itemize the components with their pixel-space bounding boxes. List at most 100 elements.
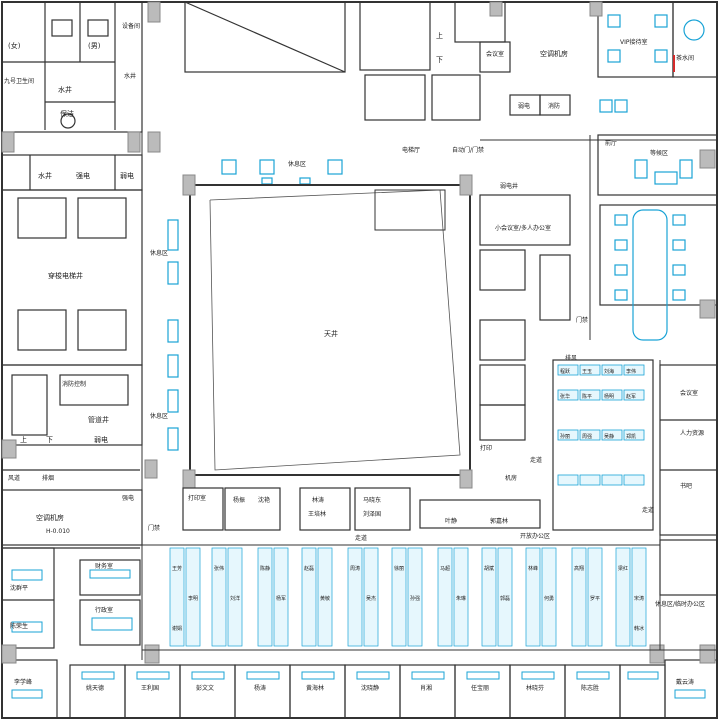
desk-label-4: 陈静 [260,565,270,572]
room-male: (男) [88,42,101,50]
right-of-atrium [479,194,718,441]
person-center-2: 林涛 [312,496,324,504]
desk-label-15: 郭磊 [500,595,510,602]
room-shaft: 弱电井 [500,182,518,190]
room-strong-elec-b: 强电 [122,494,134,502]
room-strong-elec-a: 强电 [76,171,90,180]
desk-label-20: 梁红 [618,565,628,572]
person-bottom-1: 姚天德 [86,684,104,692]
person-cluster-top-10: 吴静 [604,433,614,440]
room-library: 书吧 [680,482,692,490]
desk-label-14: 胡斌 [484,565,494,572]
person-center-0: 杨振 [233,496,245,504]
desk-label-5: 杨军 [276,595,286,602]
room-weak-elec-c: 弱电 [94,435,108,444]
room-auto-door: 自动门/门禁 [452,146,484,154]
room-storage-ac: 空调机房 [36,513,64,522]
atrium [182,174,473,489]
room-fire-control: 消防控制 [62,380,86,388]
bottom-office-names: 李学峰 姚天德 王利国 彭文文 杨涛 黄海林 沈晓静 肖湘 任宝丽 林晓芬 陈志… [14,678,694,692]
label-down-a: 下 [46,436,53,444]
desk-label-19: 罗平 [590,596,600,602]
room-small-meeting: 小会议室/多人办公室 [495,224,551,232]
label-elevation: H-0.010 [46,528,70,535]
person-cluster-top-0: 程跃 [560,368,570,375]
room-meeting-top: 会议室 [486,50,504,58]
desk-label-0: 王芳 [172,565,182,572]
room-vip: VIP接待室 [620,38,648,46]
top-core [184,1,571,121]
person-bottom-11: 戴云涛 [676,678,694,686]
room-ac-top: 空调机房 [540,49,568,58]
room-cleaning: 保洁 [60,109,74,118]
interior-walls [141,2,717,660]
room-smoke-a: 风道 [8,474,20,482]
person-bottom-4: 杨涛 [254,684,266,692]
atrium-side-seats [167,219,179,451]
room-tea: 茶水间 [676,54,694,62]
label-door-a: 门禁 [576,316,588,324]
room-corridor-a: 走道 [530,456,542,464]
person-center-4: 马晓东 [363,496,381,504]
cluster-top-names: 程跃 王玉 刘海 李伟 张华 陈平 杨明 赵军 孙丽 周强 吴静 郑凯 [560,368,636,440]
toilet-block [1,1,143,133]
left-offices [1,547,141,649]
desk-label-21: 宋涛 [634,595,644,602]
person-cluster-top-8: 孙丽 [560,433,570,440]
room-water-well-c: 水井 [124,72,136,80]
desk-label-13: 朱琳 [456,595,466,602]
room-toilet-9: 九号卫生间 [4,77,34,85]
desk-label-7: 黄敏 [320,595,330,602]
bottom-office-desks [11,671,706,699]
room-smoke-c: 排风 [565,354,577,362]
label-down-b: 下 [436,56,443,64]
person-cluster-top-6: 杨明 [604,393,614,400]
room-atrium: 天井 [324,329,338,338]
room-server: 机房 [505,474,517,482]
room-print-room: 打印室 [188,494,206,502]
desk-label-18: 高翔 [574,565,584,572]
room-open-office: 开放办公区 [520,532,550,540]
room-corridor-b: 走道 [355,534,367,542]
desk-label-17: 何勇 [544,595,554,602]
person-center-6: 叶静 [445,517,457,525]
room-hr: 人力资源 [680,429,704,437]
desk-label-10: 徐丽 [394,565,404,572]
room-smoke-b: 排烟 [42,474,54,482]
vip-area [597,1,718,196]
desk-label-2: 张伟 [214,565,224,572]
bottom-offices [1,659,718,719]
desk-label-6: 赵磊 [304,565,314,572]
desk-label-3: 刘洋 [230,595,240,602]
person-center-7: 郭嘉林 [490,517,508,525]
desk-name-labels: 王芳 李明 张伟 刘洋 陈静 杨军 赵磊 黄敏 周涛 吴杰 徐丽 孙强 马超 朱… [172,565,644,632]
person-bottom-10: 陈志胜 [581,684,599,692]
person-cluster-top-3: 李伟 [626,368,636,375]
person-bottom-3: 彭文文 [196,684,214,692]
room-reception: 等候区 [650,149,668,157]
right-cluster-desks [557,364,645,486]
person-bottom-2: 王利国 [141,684,159,692]
desk-label-9: 吴杰 [366,595,376,602]
label-up-b: 上 [436,31,443,40]
person-bottom-7: 肖湘 [420,684,432,692]
desk-label-8: 周涛 [350,565,360,572]
room-elevator-hall: 电梯厅 [402,146,420,154]
person-cluster-top-4: 张华 [560,393,570,400]
center-row-names: 杨振 沈艳 林涛 王培林 马晓东 刘泽国 叶静 郭嘉林 [233,496,508,525]
vip-furniture [599,14,705,185]
room-print: 打印 [480,444,492,452]
room-admin: 行政室 [95,606,113,614]
person-cluster-top-7: 赵军 [626,393,636,400]
person-center-1: 沈艳 [258,496,270,504]
person-left-office-0: 沈群平 [10,584,28,592]
person-bottom-6: 沈晓静 [361,684,379,692]
open-office-desks [169,547,647,647]
label-door-b: 门禁 [148,524,160,532]
person-left-office-1: 陈荣生 [10,622,28,630]
person-center-5: 刘泽国 [363,510,381,518]
room-rest-left1: 休息区 [150,249,168,257]
room-fire: 消防 [548,102,560,110]
person-cluster-top-11: 郑凯 [626,433,636,440]
